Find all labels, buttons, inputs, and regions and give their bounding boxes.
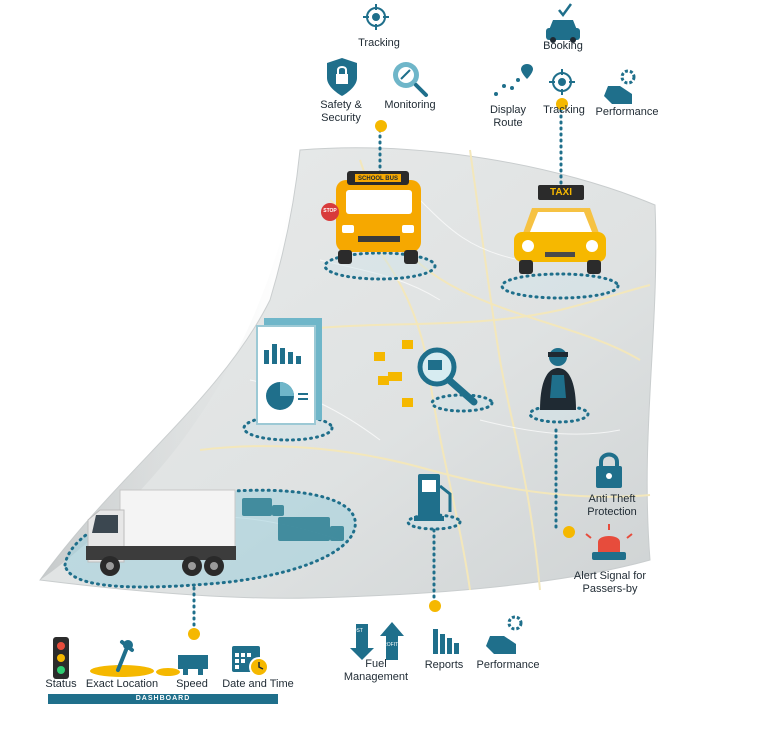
monitoring-label: Monitoring — [384, 99, 436, 111]
taxi-sign: TAXI — [549, 187, 573, 198]
fuel-management-label: Fuel Management — [343, 658, 409, 683]
pin-icon — [90, 640, 154, 677]
school-bus-sign: SCHOOL BUS — [358, 176, 398, 182]
crosshair-icon — [363, 4, 389, 30]
safety-security-label: Safety & Security — [320, 99, 362, 124]
hand-gear-icon — [604, 69, 636, 104]
date-time-label: Date and Time — [222, 678, 294, 690]
delivery-truck — [86, 489, 236, 576]
tracking-taxi-label: Tracking — [543, 104, 585, 116]
performance-bottom-label: Performance — [476, 659, 540, 671]
exact-location-label: Exact Location — [85, 678, 159, 690]
shield-lock-icon — [327, 58, 357, 96]
taxi — [514, 185, 606, 274]
thief-figure — [540, 348, 576, 410]
route-icon — [494, 64, 533, 96]
connectors — [192, 108, 563, 630]
search-wrench-icon — [393, 62, 428, 97]
report-board — [256, 318, 322, 425]
fuel-cost-label: COST — [349, 628, 363, 634]
calendar-clock-icon — [232, 646, 269, 677]
traffic-light-icon — [53, 637, 69, 679]
siren-icon — [585, 524, 633, 560]
bar-chart-icon — [433, 629, 459, 654]
arrows-icon — [350, 622, 404, 660]
performance-taxi-label: Performance — [595, 106, 659, 118]
ellipse-bases — [242, 251, 620, 531]
speed-label: Speed — [176, 678, 208, 690]
alert-signal-label: Alert Signal for Passers-by — [573, 570, 647, 595]
anti-theft-label: Anti Theft Protection — [587, 493, 637, 518]
school-bus — [321, 171, 421, 264]
connector-dots — [188, 98, 575, 640]
stop-sign: STOP — [323, 208, 337, 214]
padlock-icon — [596, 452, 622, 488]
booking-label: Booking — [543, 40, 583, 52]
fleet-silhouettes — [242, 498, 344, 541]
fuel-pump — [414, 474, 452, 521]
hand-gear-icon — [486, 615, 523, 654]
status-label: Status — [45, 678, 77, 690]
reports-label: Reports — [424, 659, 464, 671]
fuel-profit-label: PROFIT — [379, 642, 399, 648]
tracking-label: Tracking — [358, 37, 400, 49]
speed-truck-icon — [156, 655, 208, 676]
crosshair-icon — [549, 69, 575, 95]
dashboard-bar: DASHBOARD — [48, 694, 278, 704]
display-route-label: Display Route — [489, 104, 527, 129]
magnifier-trucks — [374, 340, 478, 407]
car-check-icon — [546, 3, 580, 43]
